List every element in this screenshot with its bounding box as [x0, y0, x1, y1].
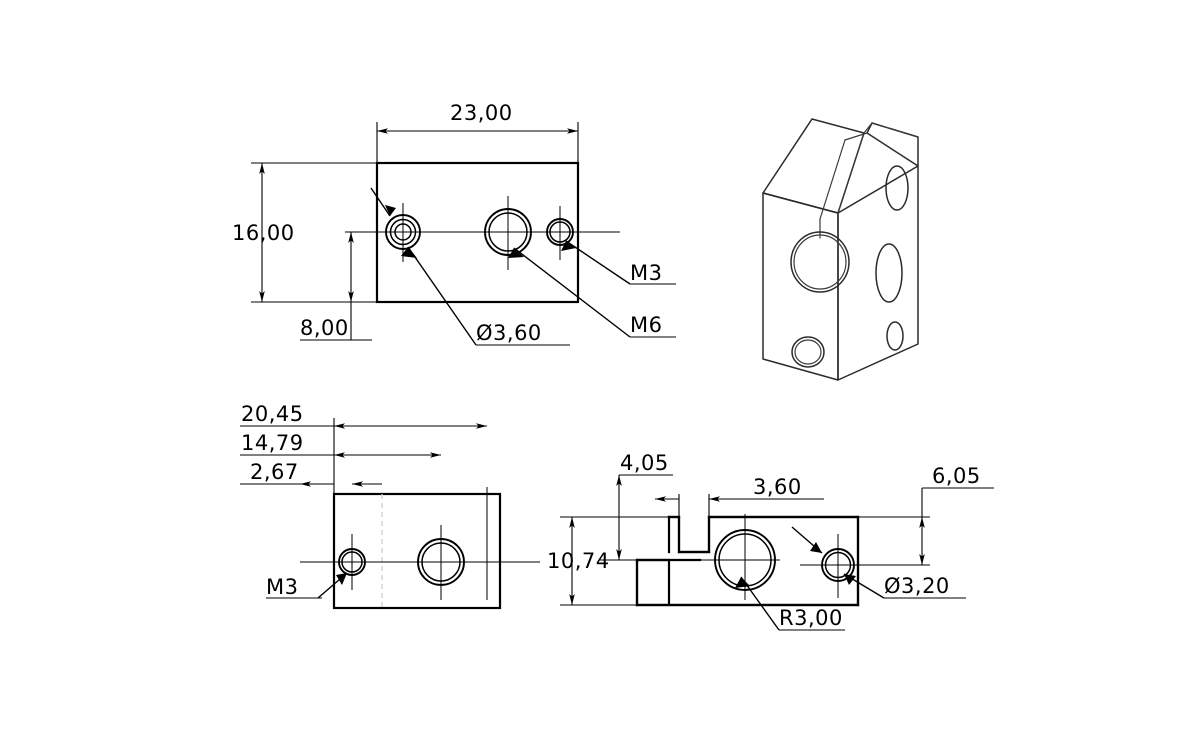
dimension-front-width: 23,00 — [376, 101, 579, 168]
top-view: 20,45 14,79 2,67 M3 — [240, 402, 540, 610]
dimension-front-height: 16,00 — [232, 162, 382, 303]
side-view-hole-tick-arrow — [810, 542, 822, 553]
dimension-side-slot-offset: 4,05 — [616, 451, 673, 560]
dimension-side-slot-width: 3,60 — [655, 475, 824, 552]
front-view-bore-tick — [370, 187, 391, 217]
iso-slot-edge-bottom — [863, 122, 873, 134]
callout-front-m3: M3 — [561, 240, 676, 285]
dim-label-side-hole-dia: Ø3,20 — [884, 574, 950, 598]
iso-small-hole-front — [791, 336, 825, 368]
dim-label-top-bore-position: 14,79 — [241, 431, 304, 455]
iso-front-face — [762, 192, 839, 381]
dim-label-front-m6: M6 — [630, 313, 662, 337]
dim-label-front-height: 16,00 — [232, 221, 295, 245]
side-view: 10,74 4,05 3,60 6,05 — [547, 451, 994, 631]
top-view-bore — [417, 525, 465, 600]
dimension-top-overall-length: 20,45 — [240, 402, 487, 500]
callout-side-radius: R3,00 — [735, 576, 845, 631]
front-view: 23,00 16,00 8,00 Ø3,60 — [232, 101, 676, 346]
dim-label-top-m3-position: 2,67 — [250, 460, 299, 484]
iso-slot-inner-wall — [819, 139, 846, 220]
dim-label-side-slot-width: 3,60 — [753, 475, 802, 499]
iso-hole-right-middle — [875, 243, 903, 303]
dimension-side-height: 10,74 — [547, 516, 675, 606]
front-view-hole-m6 — [484, 196, 532, 270]
isometric-view — [762, 118, 919, 381]
side-view-bore-r3 — [714, 514, 776, 600]
dim-label-side-slot-offset: 4,05 — [620, 451, 669, 475]
iso-slot-edge-top — [871, 122, 919, 138]
dim-label-side-hole-depth: 6,05 — [932, 464, 981, 488]
dim-label-side-height: 10,74 — [547, 549, 610, 573]
iso-top-face-left — [762, 118, 865, 214]
callout-front-bore: Ø3,60 — [401, 246, 570, 346]
dimension-top-bore-position: 14,79 — [240, 431, 441, 458]
top-view-hole-m3 — [338, 534, 366, 590]
callout-front-m6: M6 — [508, 247, 676, 338]
front-view-bore-tick-arrow — [385, 205, 396, 216]
iso-small-hole-front-inner — [794, 339, 822, 365]
iso-slot-inner-top — [844, 132, 868, 141]
dim-label-side-radius: R3,00 — [779, 606, 843, 630]
dimension-top-m3-position: 2,67 — [240, 460, 382, 487]
dimension-side-hole-depth: 6,05 — [852, 464, 994, 566]
callout-side-hole-dia: Ø3,20 — [843, 573, 966, 599]
dim-label-front-width: 23,00 — [450, 101, 513, 125]
dim-label-top-m3: M3 — [266, 575, 298, 599]
front-view-hole-m3 — [546, 206, 574, 260]
iso-hole-right-top — [885, 165, 909, 211]
iso-right-face — [837, 165, 919, 381]
dim-label-front-m3: M3 — [630, 261, 662, 285]
dim-label-front-hole-height: 8,00 — [300, 316, 349, 340]
dimension-front-hole-height: 8,00 — [300, 231, 403, 341]
iso-large-bore-inner — [793, 234, 847, 290]
iso-hole-right-bottom — [886, 321, 904, 351]
dim-label-top-overall-length: 20,45 — [241, 402, 304, 426]
iso-large-bore — [790, 231, 850, 293]
callout-top-m3: M3 — [266, 572, 348, 599]
top-view-outline — [332, 492, 502, 610]
dim-label-front-bore: Ø3,60 — [476, 321, 542, 345]
